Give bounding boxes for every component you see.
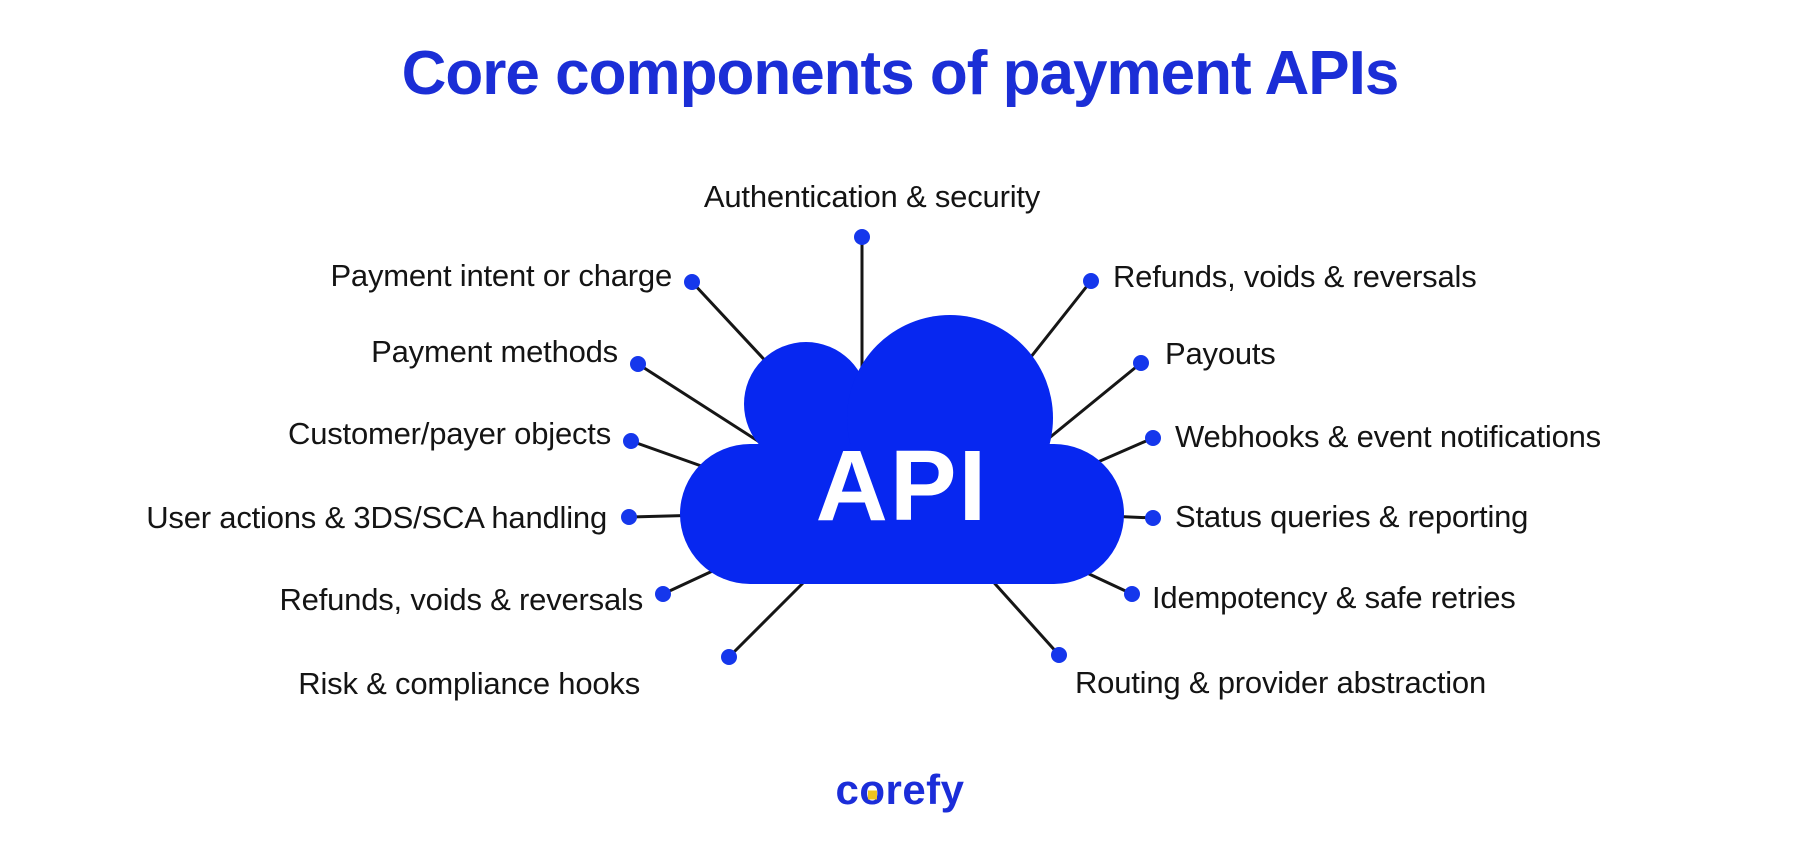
connector-dot-customer-objects (623, 433, 639, 449)
logo-letter-o: o (859, 766, 885, 814)
logo-accent-dot-icon (867, 790, 877, 800)
connector-dot-authentication (854, 229, 870, 245)
page-title: Core components of payment APIs (401, 39, 1400, 108)
connector-dot-refunds-right (1083, 273, 1099, 289)
connector-dot-status-queries (1145, 510, 1161, 526)
connector-dot-risk-hooks (721, 649, 737, 665)
connector-line-payment-methods (636, 362, 774, 452)
logo-o-char: o (859, 766, 886, 813)
connector-line-risk-hooks (727, 572, 814, 659)
connector-line-routing (986, 574, 1061, 657)
connector-dot-webhooks (1145, 430, 1161, 446)
cloud-left-bump (744, 342, 868, 466)
connector-dots (621, 229, 1161, 665)
connector-dot-refunds-left (655, 586, 671, 602)
connector-dot-payment-intent (684, 274, 700, 290)
cloud-body (680, 444, 1124, 584)
api-cloud-label: API (816, 430, 989, 542)
logo-text-c: c (835, 766, 860, 813)
api-cloud: API (680, 315, 1124, 584)
connector-dot-payment-methods (630, 356, 646, 372)
logo-text-refy: refy (885, 766, 965, 813)
connector-dot-routing (1051, 647, 1067, 663)
connector-dot-user-actions (621, 509, 637, 525)
connector-dot-payouts (1133, 355, 1149, 371)
connector-dot-idempotency (1124, 586, 1140, 602)
